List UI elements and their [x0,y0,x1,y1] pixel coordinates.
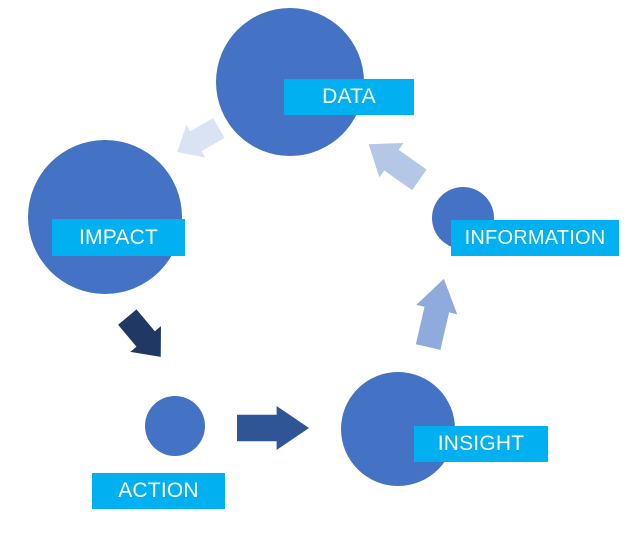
arrow-impact-to-action [118,309,161,357]
arrow-information-to-data [368,143,427,191]
arrow-insight-to-information [415,278,458,350]
impact-circle [28,140,182,294]
action-label: ACTION [92,473,225,509]
information-label: INFORMATION [451,220,619,256]
arrow-action-to-insight [237,406,309,450]
arrow-data-to-impact [177,118,225,158]
data-label: DATA [284,79,414,115]
insight-label: INSIGHT [414,426,548,462]
action-circle [145,396,205,456]
impact-label: IMPACT [52,219,185,256]
